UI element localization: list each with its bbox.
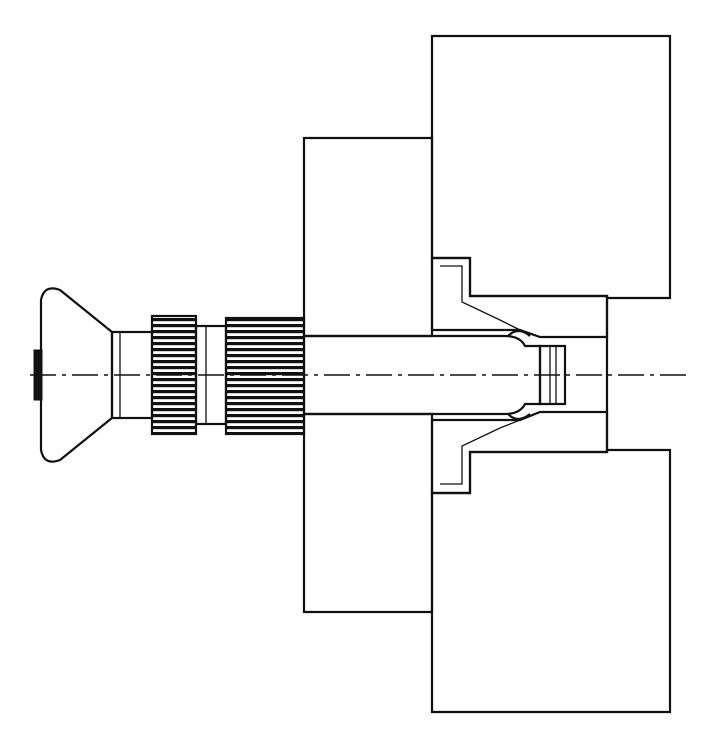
plunger-pin bbox=[302, 329, 567, 421]
knurled-grip bbox=[224, 316, 306, 436]
detent-ball-top bbox=[507, 329, 531, 337]
mounting-plate bbox=[430, 34, 672, 714]
detent-ball-bottom bbox=[507, 413, 531, 421]
